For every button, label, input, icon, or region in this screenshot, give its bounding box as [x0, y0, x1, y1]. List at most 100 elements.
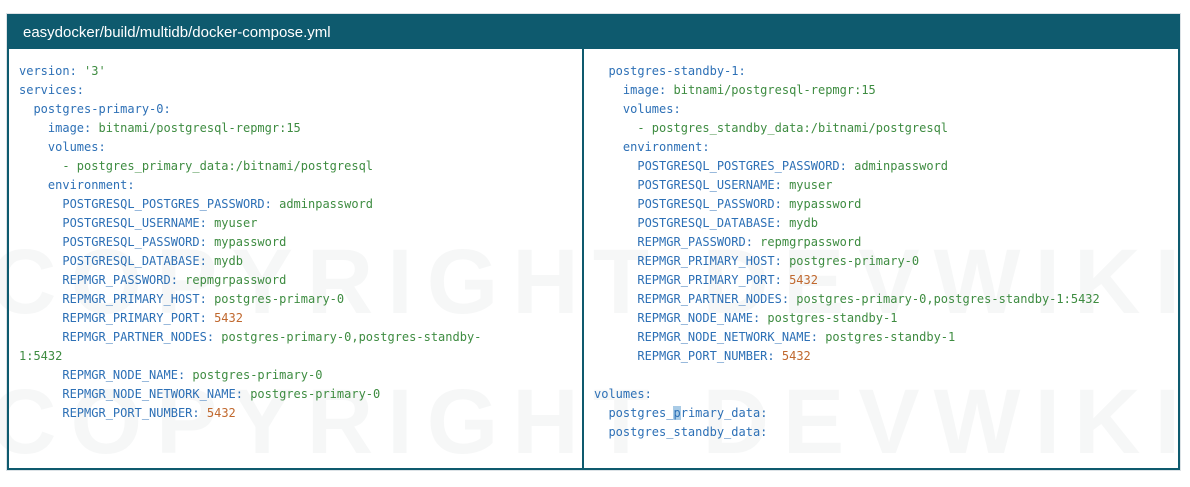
code-line: POSTGRESQL_POSTGRES_PASSWORD: adminpassw… — [594, 157, 1172, 176]
code-token: repmgrpassword — [752, 235, 862, 249]
code-token: REPMGR_PARTNER_NODES: — [62, 330, 215, 344]
code-token — [594, 406, 608, 420]
code-token — [594, 102, 623, 116]
code-token: myuser — [781, 178, 833, 192]
code-line: POSTGRESQL_PASSWORD: mypassword — [594, 195, 1172, 214]
code-token — [19, 197, 62, 211]
code-line: services: — [19, 81, 576, 100]
code-token: REPMGR_NODE_NAME: — [637, 311, 761, 325]
code-token: REPMGR_PASSWORD: — [62, 273, 178, 287]
code-token — [594, 83, 623, 97]
code-token — [19, 387, 62, 401]
code-line: REPMGR_PORT_NUMBER: 5432 — [594, 347, 1172, 366]
code-token — [19, 159, 62, 173]
code-line: REPMGR_PORT_NUMBER: 5432 — [19, 404, 576, 423]
code-line: postgres-standby-1: — [594, 62, 1172, 81]
code-token: environment: — [622, 140, 710, 154]
code-token: postgres-primary-0 — [185, 368, 323, 382]
code-token: version: — [19, 64, 77, 78]
code-line: POSTGRESQL_POSTGRES_PASSWORD: adminpassw… — [19, 195, 576, 214]
code-line: image: bitnami/postgresql-repmgr:15 — [594, 81, 1172, 100]
code-token: - postgres_standby_data:/bitnami/postgre… — [637, 121, 949, 135]
code-line: image: bitnami/postgresql-repmgr:15 — [19, 119, 576, 138]
code-token — [19, 273, 62, 287]
code-token: mypassword — [781, 197, 862, 211]
code-line: volumes: — [19, 138, 576, 157]
code-token: POSTGRESQL_PASSWORD: — [62, 235, 207, 249]
code-token: postgres-primary-0 — [781, 254, 920, 268]
code-token: 5432 — [206, 311, 243, 325]
code-token: REPMGR_PRIMARY_HOST: — [637, 254, 782, 268]
code-token: postgres-standby-1 — [760, 311, 898, 325]
code-token: '3' — [76, 64, 106, 78]
code-token: POSTGRESQL_POSTGRES_PASSWORD: — [62, 197, 272, 211]
code-token: postgres_ — [608, 406, 674, 420]
selected-character: p — [673, 406, 681, 420]
code-line: REPMGR_PRIMARY_PORT: 5432 — [594, 271, 1172, 290]
code-token: 5432 — [199, 406, 236, 420]
code-token — [594, 330, 637, 344]
code-token: POSTGRESQL_USERNAME: — [62, 216, 207, 230]
code-line: REPMGR_PASSWORD: repmgrpassword — [19, 271, 576, 290]
code-line: environment: — [594, 138, 1172, 157]
code-token: postgres-standby-1 — [817, 330, 956, 344]
code-token — [594, 254, 637, 268]
code-token: REPMGR_PRIMARY_HOST: — [62, 292, 207, 306]
code-column-right[interactable]: postgres-standby-1: image: bitnami/postg… — [584, 49, 1178, 468]
code-token — [19, 330, 62, 344]
watermark-text: COPYRIGHT DEVWIKI — [0, 231, 1190, 333]
code-token: POSTGRESQL_DATABASE: — [62, 254, 207, 268]
code-token — [594, 216, 637, 230]
code-token — [19, 178, 48, 192]
code-token — [594, 425, 608, 439]
file-path-title: easydocker/build/multidb/docker-compose.… — [23, 24, 331, 41]
code-token: bitnami/postgresql-repmgr:15 — [91, 121, 301, 135]
code-line: - postgres_primary_data:/bitnami/postgre… — [19, 157, 576, 176]
code-token — [594, 64, 608, 78]
code-token — [594, 140, 623, 154]
code-token: postgres-primary-0 — [206, 292, 345, 306]
code-token: REPMGR_PRIMARY_PORT: — [62, 311, 207, 325]
code-token — [594, 273, 637, 287]
code-token: image: — [622, 83, 667, 97]
code-line: REPMGR_NODE_NETWORK_NAME: postgres-stand… — [594, 328, 1172, 347]
watermark-text: COPYRIGHT DEVWIKI — [0, 371, 1190, 473]
code-token — [19, 406, 62, 420]
code-line: - postgres_standby_data:/bitnami/postgre… — [594, 119, 1172, 138]
code-token — [19, 292, 62, 306]
code-line: REPMGR_PRIMARY_HOST: postgres-primary-0 — [594, 252, 1172, 271]
code-column-left[interactable]: version: '3' services: postgres-primary-0… — [9, 49, 584, 468]
code-token — [19, 311, 62, 325]
code-token: REPMGR_PORT_NUMBER: — [62, 406, 200, 420]
code-token — [19, 216, 62, 230]
code-token: REPMGR_NODE_NETWORK_NAME: — [637, 330, 818, 344]
code-token: repmgrpassword — [177, 273, 287, 287]
code-token: REPMGR_NODE_NETWORK_NAME: — [62, 387, 243, 401]
code-token: POSTGRESQL_PASSWORD: — [637, 197, 782, 211]
code-token — [19, 368, 62, 382]
code-token: REPMGR_NODE_NAME: — [62, 368, 186, 382]
code-token: volumes: — [594, 387, 652, 401]
code-token: REPMGR_PORT_NUMBER: — [637, 349, 775, 363]
code-token: rimary_data: — [680, 406, 768, 420]
code-token: postgres-primary-0,postgres-standby- — [214, 330, 482, 344]
code-token — [594, 121, 637, 135]
code-line: 1:5432 — [19, 347, 576, 366]
code-columns: version: '3' services: postgres-primary-0… — [9, 49, 1178, 468]
code-line: REPMGR_PRIMARY_PORT: 5432 — [19, 309, 576, 328]
code-line: volumes: — [594, 385, 1172, 404]
code-line: REPMGR_NODE_NAME: postgres-primary-0 — [19, 366, 576, 385]
code-line: REPMGR_NODE_NAME: postgres-standby-1 — [594, 309, 1172, 328]
code-token: postgres-primary-0: — [33, 102, 171, 116]
code-token: REPMGR_PASSWORD: — [637, 235, 753, 249]
code-line: REPMGR_NODE_NETWORK_NAME: postgres-prima… — [19, 385, 576, 404]
code-line: POSTGRESQL_USERNAME: myuser — [594, 176, 1172, 195]
code-token: postgres-primary-0 — [242, 387, 381, 401]
code-token: REPMGR_PRIMARY_PORT: — [637, 273, 782, 287]
code-token: adminpassword — [271, 197, 374, 211]
code-token: 5432 — [774, 349, 811, 363]
code-line: volumes: — [594, 100, 1172, 119]
code-token: postgres_standby_data: — [608, 425, 768, 439]
code-token: REPMGR_PARTNER_NODES: — [637, 292, 790, 306]
code-line: REPMGR_PASSWORD: repmgrpassword — [594, 233, 1172, 252]
